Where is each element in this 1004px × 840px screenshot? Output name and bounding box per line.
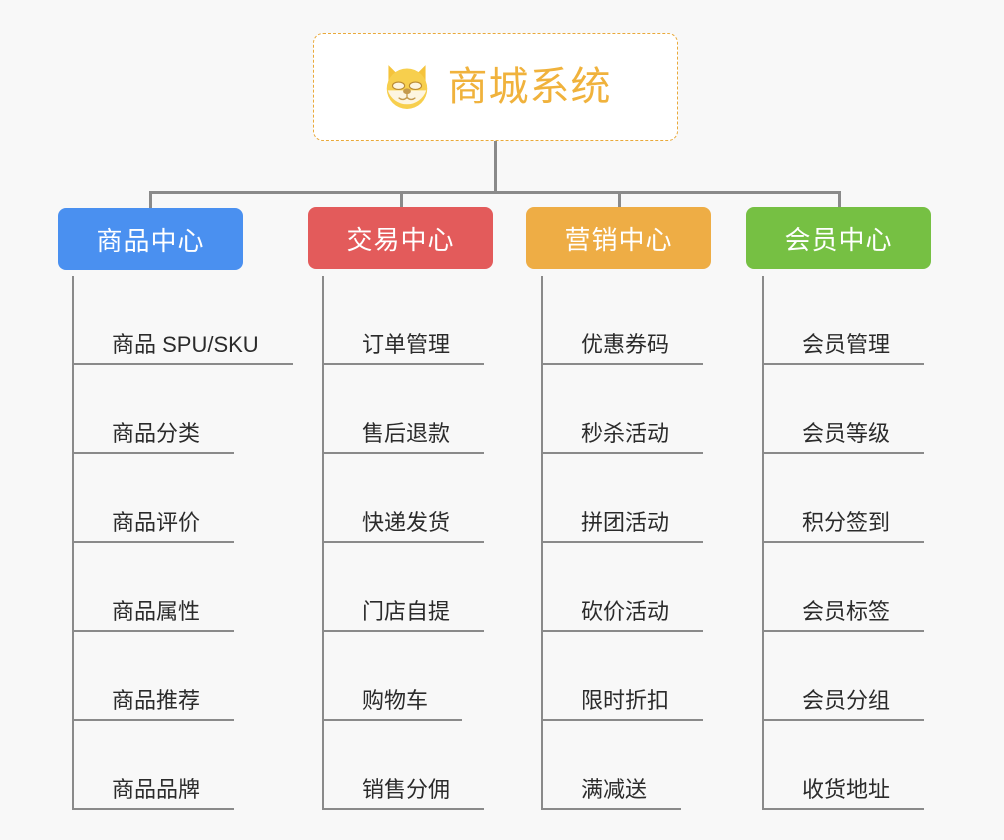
root-node[interactable]: 商城系统 bbox=[313, 33, 678, 141]
leaf-label: 快递发货 bbox=[362, 509, 451, 535]
leaf-item[interactable]: 砍价活动 bbox=[541, 543, 704, 632]
leaf-label: 砍价活动 bbox=[581, 598, 670, 624]
leaf-item[interactable]: 会员管理 bbox=[762, 276, 925, 365]
category-label-3: 营销中心 bbox=[564, 224, 673, 255]
leaf-item[interactable]: 商品品牌 bbox=[72, 721, 235, 810]
connector-drop-2 bbox=[400, 191, 403, 211]
leaf-label: 门店自提 bbox=[362, 598, 451, 624]
leaf-item[interactable]: 优惠券码 bbox=[541, 276, 704, 365]
branch-spine-4 bbox=[762, 276, 764, 810]
leaf-label: 积分签到 bbox=[802, 509, 891, 535]
connector-horizontal-bus bbox=[150, 191, 840, 194]
category-label-1: 商品中心 bbox=[96, 225, 205, 256]
leaf-label: 售后退款 bbox=[362, 420, 451, 446]
leaf-label: 销售分佣 bbox=[362, 776, 451, 802]
leaf-item[interactable]: 会员等级 bbox=[762, 365, 925, 454]
leaf-item[interactable]: 会员分组 bbox=[762, 632, 925, 721]
branch-spine-3 bbox=[541, 276, 543, 810]
leaf-label: 商品属性 bbox=[112, 598, 201, 624]
leaf-item[interactable]: 商品 SPU/SKU bbox=[72, 276, 293, 365]
leaf-item[interactable]: 满减送 bbox=[541, 721, 682, 810]
leaf-item[interactable]: 快递发货 bbox=[322, 454, 485, 543]
connector-drop-1 bbox=[149, 191, 152, 211]
branch-spine-1 bbox=[72, 276, 74, 810]
leaf-item[interactable]: 销售分佣 bbox=[322, 721, 485, 810]
leaf-item[interactable]: 商品评价 bbox=[72, 454, 235, 543]
leaf-item[interactable]: 门店自提 bbox=[322, 543, 485, 632]
category-box-1[interactable]: 商品中心 bbox=[58, 208, 243, 270]
leaf-item[interactable]: 收货地址 bbox=[762, 721, 925, 810]
leaf-item[interactable]: 会员标签 bbox=[762, 543, 925, 632]
leaf-label: 商品 SPU/SKU bbox=[112, 331, 259, 357]
leaf-label: 会员分组 bbox=[802, 687, 891, 713]
leaf-label: 商品推荐 bbox=[112, 687, 201, 713]
leaf-item[interactable]: 售后退款 bbox=[322, 365, 485, 454]
leaf-label: 商品品牌 bbox=[112, 776, 201, 802]
connector-root-stem bbox=[494, 141, 497, 193]
leaf-label: 优惠券码 bbox=[581, 331, 670, 357]
leaf-label: 订单管理 bbox=[362, 331, 451, 357]
dog-face-icon bbox=[380, 60, 434, 114]
branch-spine-2 bbox=[322, 276, 324, 810]
leaf-item[interactable]: 商品属性 bbox=[72, 543, 235, 632]
leaf-label: 秒杀活动 bbox=[581, 420, 670, 446]
category-box-2[interactable]: 交易中心 bbox=[308, 207, 493, 269]
leaf-item[interactable]: 拼团活动 bbox=[541, 454, 704, 543]
category-label-4: 会员中心 bbox=[784, 224, 893, 255]
connector-drop-3 bbox=[618, 191, 621, 211]
leaf-label: 会员管理 bbox=[802, 331, 891, 357]
leaf-label: 限时折扣 bbox=[581, 687, 670, 713]
category-box-4[interactable]: 会员中心 bbox=[746, 207, 931, 269]
leaf-item[interactable]: 商品分类 bbox=[72, 365, 235, 454]
category-box-3[interactable]: 营销中心 bbox=[526, 207, 711, 269]
leaf-item[interactable]: 秒杀活动 bbox=[541, 365, 704, 454]
leaf-item[interactable]: 商品推荐 bbox=[72, 632, 235, 721]
leaf-label: 商品分类 bbox=[112, 420, 201, 446]
leaf-item[interactable]: 积分签到 bbox=[762, 454, 925, 543]
leaf-item[interactable]: 订单管理 bbox=[322, 276, 485, 365]
leaf-label: 会员标签 bbox=[802, 598, 891, 624]
leaf-label: 商品评价 bbox=[112, 509, 201, 535]
leaf-item[interactable]: 限时折扣 bbox=[541, 632, 704, 721]
category-label-2: 交易中心 bbox=[346, 224, 455, 255]
leaf-label: 购物车 bbox=[362, 687, 429, 713]
leaf-label: 拼团活动 bbox=[581, 509, 670, 535]
leaf-item[interactable]: 购物车 bbox=[322, 632, 463, 721]
connector-drop-4 bbox=[838, 191, 841, 211]
leaf-label: 会员等级 bbox=[802, 420, 891, 446]
leaf-label: 收货地址 bbox=[802, 776, 891, 802]
root-title: 商城系统 bbox=[447, 65, 612, 109]
leaf-label: 满减送 bbox=[581, 776, 648, 802]
